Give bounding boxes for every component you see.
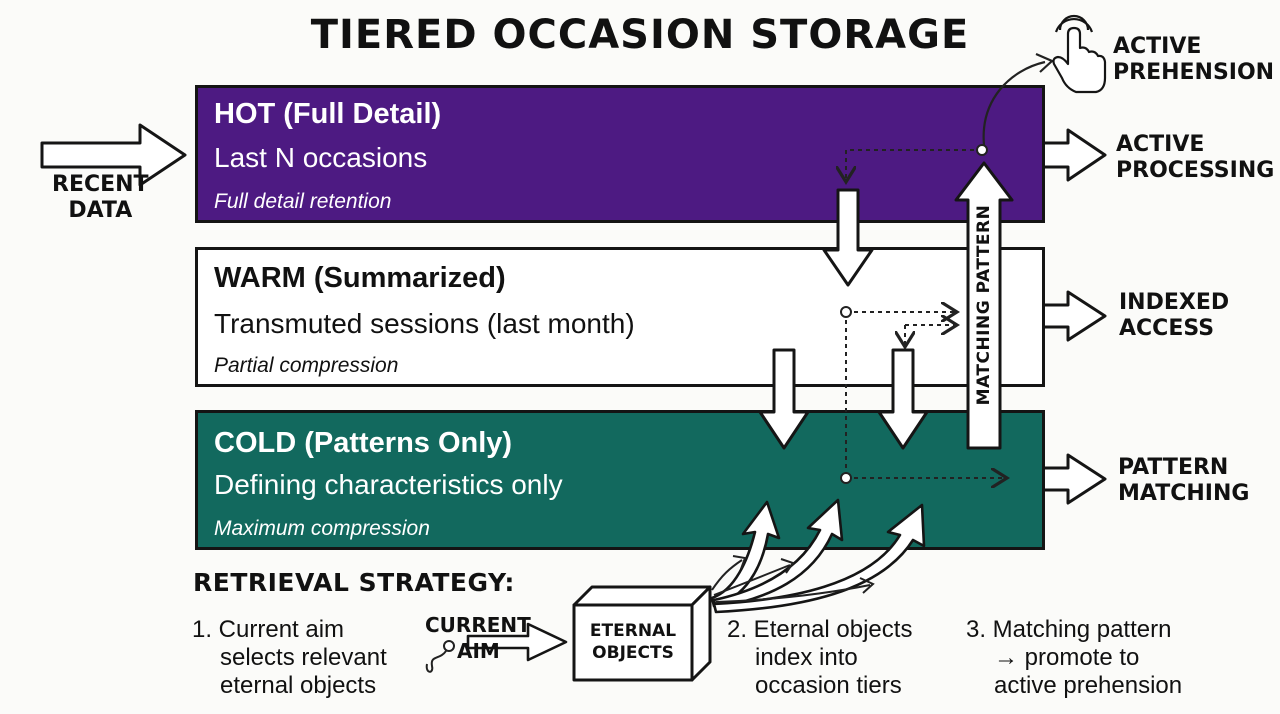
- tier-warm-note: Partial compression: [214, 354, 399, 377]
- tier-cold-note: Maximum compression: [214, 517, 430, 540]
- current-aim-arrow: [466, 622, 568, 662]
- retrieval-step-3: 3. Matching pattern → promote to active …: [966, 616, 1183, 699]
- indexed-access-label: INDEXED ACCESS: [1119, 290, 1230, 341]
- tier-hot-heading: HOT (Full Detail): [214, 98, 442, 130]
- current-aim-label: CURRENT AIM: [425, 613, 531, 663]
- tier-cold-heading: COLD (Patterns Only): [214, 427, 513, 459]
- recent-data-arrow: [40, 123, 187, 187]
- tier-warm-heading: WARM (Summarized): [214, 262, 506, 294]
- tier-cold-description: Defining characteristics only: [214, 469, 563, 500]
- active-processing-label: ACTIVE PROCESSING: [1116, 132, 1275, 183]
- retrieval-step-1: 1. Current aim selects relevant eternal …: [192, 616, 387, 699]
- diagram-title: TIERED OCCASION STORAGE: [310, 12, 970, 58]
- retrieval-step-2: 2. Eternal objects index into occasion t…: [727, 616, 913, 699]
- tier-hot-description: Last N occasions: [214, 142, 428, 173]
- retrieval-heading: RETRIEVAL STRATEGY:: [193, 568, 515, 597]
- tier-warm: WARM (Summarized) Transmuted sessions (l…: [195, 247, 1045, 387]
- hot-to-warm-arrow: [822, 188, 874, 287]
- pattern-matching-label: PATTERN MATCHING: [1118, 455, 1250, 506]
- tier-hot-note: Full detail retention: [214, 190, 392, 213]
- eternal-objects-box: [572, 585, 712, 682]
- warm-to-cold-arrow-left: [758, 348, 810, 450]
- matching-pattern-arrow: [954, 161, 1014, 450]
- tier-warm-description: Transmuted sessions (last month): [214, 308, 635, 339]
- recent-data-label: RECENT DATA: [52, 172, 149, 223]
- tier-hot: HOT (Full Detail) Last N occasions Full …: [195, 85, 1045, 223]
- active-prehension-label: ACTIVE PREHENSION: [1113, 34, 1275, 85]
- hand-pointer-icon: [1052, 14, 1107, 94]
- warm-to-cold-arrow-right: [877, 348, 929, 450]
- eternal-objects-label: ETERNAL OBJECTS: [589, 621, 677, 663]
